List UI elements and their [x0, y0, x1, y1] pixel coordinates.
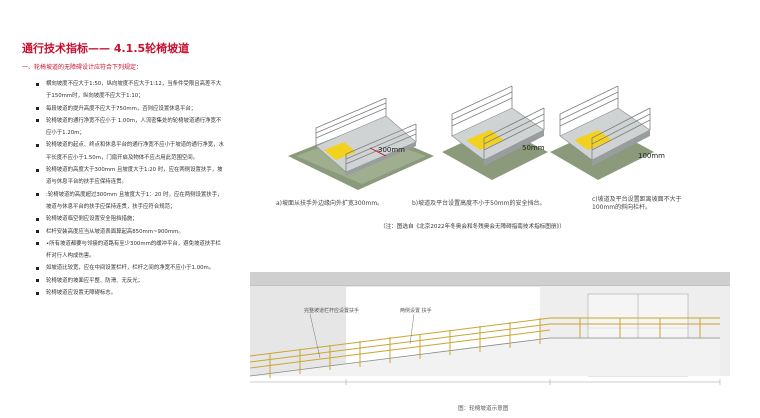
list-item: 栏杆安装高度应当从坡道表面算起高850mm~900mm。 — [36, 226, 224, 238]
list-item: 每段坡道的提升高度不应大于750mm，否则应设置休息平台； — [36, 103, 224, 115]
figure-b-caption: b)坡道及平台设置高度不小于50mm的安全挡台。 — [412, 200, 546, 207]
list-item: 轮椅坡道的坡面应平整、防滑、无反光； — [36, 275, 224, 287]
list-item: 横向坡度不应大于1:50，纵向坡度不应大于1:12，当条件受限且高差不大于150… — [36, 78, 224, 103]
list-item: :轮椅坡道的高度超过300mm 且坡度大于1：20 时，应在两侧设置扶手，坡道与… — [36, 189, 224, 214]
list-item: •所有坡道都要与邻接的道路有至少300mm的缓冲平台，避免坡道扶手栏杆对行人构成… — [36, 238, 224, 263]
page-title: 通行技术指标—— 4.1.5轮椅坡道 — [22, 42, 190, 55]
list-item: 轮椅坡道的起点、终点和休息平台的通行净宽不应小于坡道的通行净宽，水平长度不应小于… — [36, 139, 224, 164]
list-item: 轮椅坡道的通行净宽不应小于 1.00m，人流密集处的轮椅坡道通行净宽不应小于1.… — [36, 115, 224, 140]
section-heading: 一、轮椅坡道的无障碍设计应符合下列规定： — [22, 64, 143, 71]
list-item: 如坡道比较宽，应在中间设置栏杆，栏杆之间的净宽不应小于1.00m。 — [36, 262, 224, 274]
list-item: 轮椅坡道临空侧应设置安全阻挡措施； — [36, 213, 224, 225]
ramp-figure-b: 50mm — [442, 85, 548, 180]
list-item: 轮椅坡道的高度大于300mm 且坡度大于1:20 时，应在两侧设置扶手，坡道与休… — [36, 164, 224, 189]
ramp-elevation-drawing: 完整坡道栏杆应设置扶手 两侧设置 扶手 — [249, 272, 730, 385]
requirements-list: 横向坡度不应大于1:50，纵向坡度不应大于1:12，当条件受限且高差不大于150… — [36, 78, 224, 299]
list-item: 轮椅坡道应设置无障碍标志。 — [36, 287, 224, 299]
dimension-label: 300mm — [378, 146, 405, 154]
elevation-label-left: 完整坡道栏杆应设置扶手 — [304, 307, 359, 314]
ramp-figure-a: 300mm — [288, 97, 434, 190]
dimension-label: 50mm — [522, 144, 545, 152]
figure-c-caption: c)坡道及平台设置距离坡面不大于100mm的斜向栏杆。 — [592, 196, 682, 211]
elevation-label-right: 两侧设置 扶手 — [400, 307, 432, 314]
source-note: （注：图选自《北京2022年冬奥会和冬残奥会无障碍指南技术指标图册》） — [380, 224, 565, 230]
elevation-caption: 图：轮椅坡道示意图 — [458, 406, 509, 412]
ramp-figure-c: 100mm — [550, 85, 665, 180]
figure-a-caption: a)坡面从扶手外边缘向外扩宽300mm。 — [276, 200, 384, 207]
dimension-label: 100mm — [638, 152, 665, 160]
